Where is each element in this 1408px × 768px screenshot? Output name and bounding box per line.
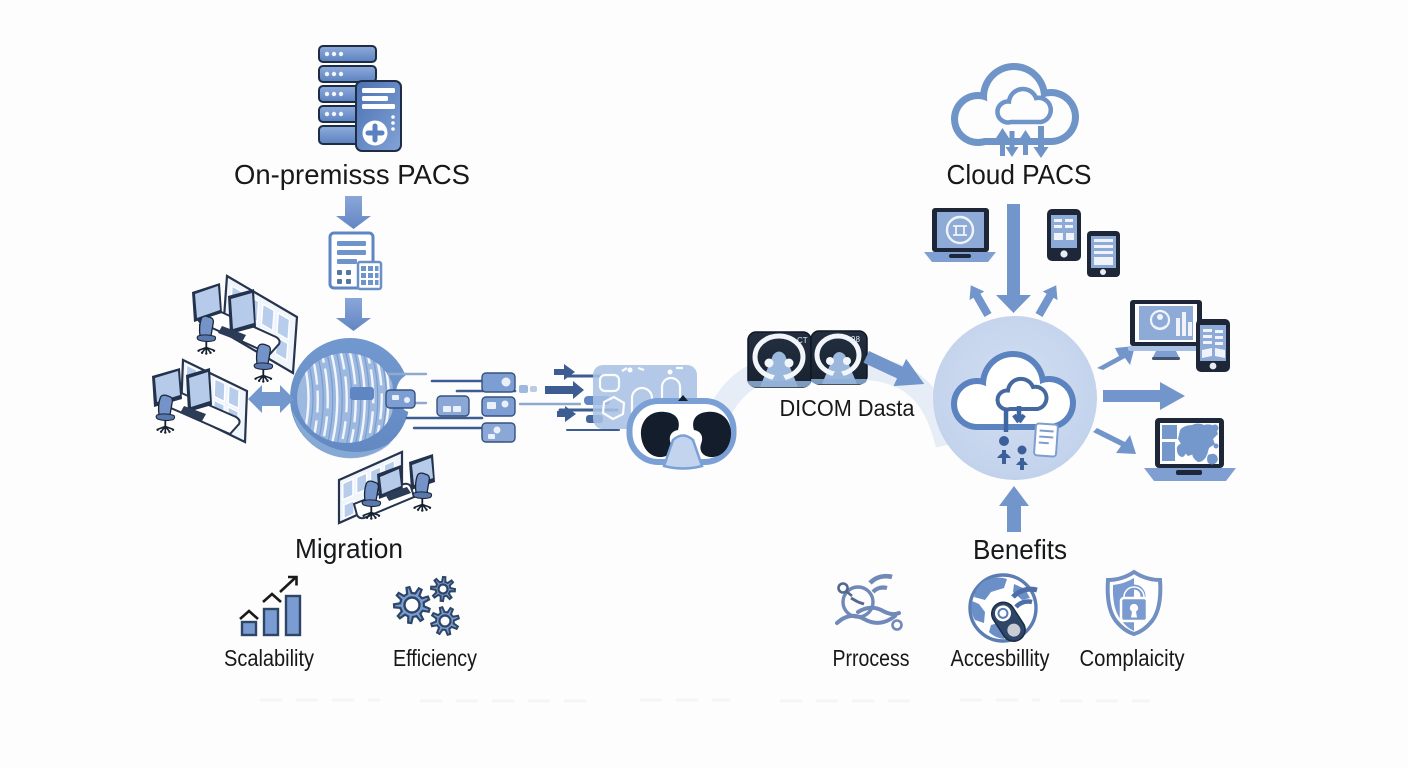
svg-text:Accesbillity: Accesbillity: [951, 645, 1050, 671]
svg-text:98: 98: [851, 335, 860, 344]
svg-text:Cloud PACS: Cloud PACS: [947, 159, 1092, 190]
svg-text:Benefits: Benefits: [973, 534, 1067, 565]
svg-text:Scalability: Scalability: [224, 645, 314, 671]
svg-text:CT: CT: [797, 336, 808, 345]
svg-text:On-premisss PACS: On-premisss PACS: [234, 159, 470, 190]
svg-text:Complaicity: Complaicity: [1080, 645, 1185, 671]
svg-text:DICOM Dasta: DICOM Dasta: [780, 395, 915, 421]
svg-text:Efficiency: Efficiency: [393, 645, 477, 671]
svg-text:Migration: Migration: [295, 533, 403, 564]
svg-text:Prrocess: Prrocess: [833, 645, 910, 671]
